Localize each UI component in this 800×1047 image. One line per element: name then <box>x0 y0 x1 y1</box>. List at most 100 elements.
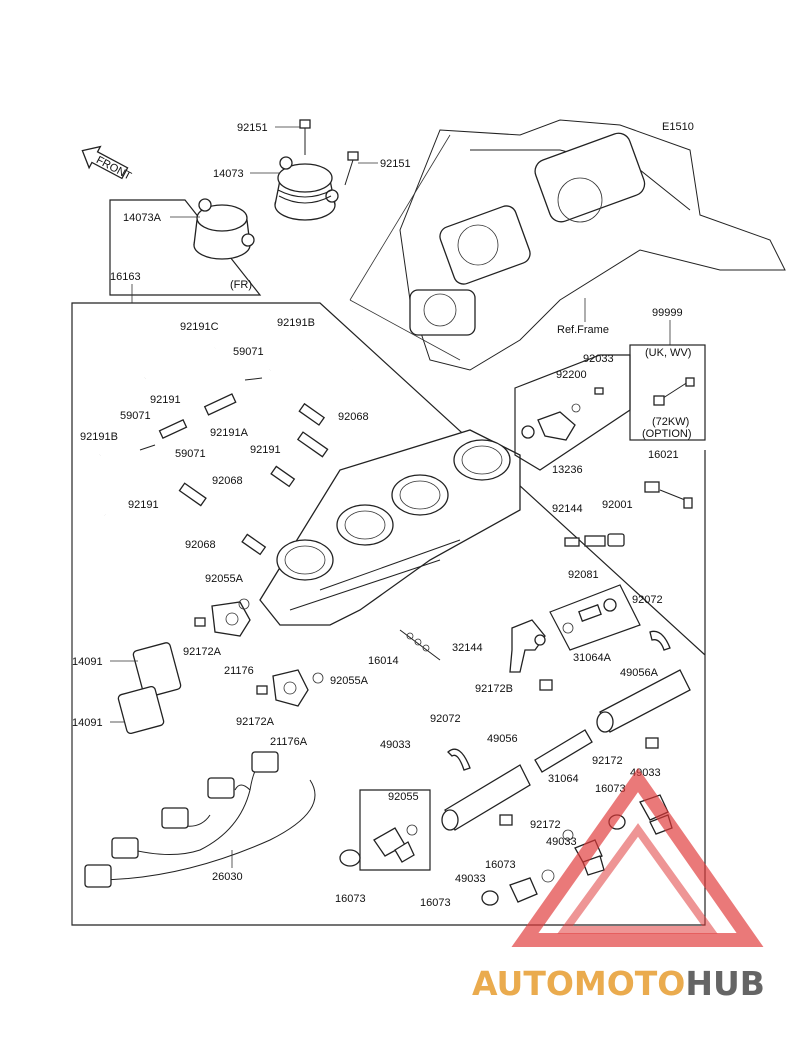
label-59071-b: 59071 <box>120 410 151 422</box>
label-16021: 16021 <box>648 449 679 461</box>
label-49033-d: 49033 <box>455 873 486 885</box>
label-92191B: 92191B <box>277 317 315 329</box>
diagram-code: E1510 <box>662 121 694 133</box>
label-21176A: 21176A <box>270 736 308 748</box>
label-14073A: 14073A <box>123 212 162 224</box>
label-92191A: 92191A <box>210 427 249 439</box>
intake-boot-fr <box>193 198 255 260</box>
wire-harness <box>84 751 316 888</box>
screw-icon <box>645 737 659 749</box>
option-72kw: (72KW) <box>652 416 689 428</box>
label-92172A: 92172A <box>183 646 222 658</box>
screw-16021 <box>644 481 693 509</box>
ref-frame-label: Ref.Frame <box>557 324 609 336</box>
label-92055A: 92055A <box>205 573 244 585</box>
watermark-part2: HUB <box>685 964 765 1003</box>
label-92081: 92081 <box>568 569 599 581</box>
fr-label: (FR) <box>230 279 252 291</box>
screw-icon <box>539 679 553 691</box>
injectors-right <box>481 794 673 906</box>
fuel-rail-49056 <box>441 764 531 831</box>
sensor-21176A <box>272 669 309 707</box>
label-92191B-b: 92191B <box>80 431 118 443</box>
bracket-13236 <box>521 387 604 441</box>
label-99999: 99999 <box>652 307 683 319</box>
label-92068-c: 92068 <box>185 539 216 551</box>
label-92191-b: 92191 <box>250 444 281 456</box>
label-49033: 49033 <box>380 739 411 751</box>
front-arrow-icon: FRONT <box>81 145 133 183</box>
screw-icon <box>256 685 268 695</box>
intake-boot <box>274 156 339 221</box>
label-14091-b: 14091 <box>72 717 103 729</box>
label-31064: 31064 <box>548 773 579 785</box>
label-16163: 16163 <box>110 271 141 283</box>
fuel-joint <box>562 598 617 634</box>
cap-16073 <box>339 849 361 867</box>
injector-49033 <box>373 824 418 863</box>
label-92191: 92191 <box>150 394 181 406</box>
clip-92072-b <box>447 748 471 771</box>
option-box <box>629 344 706 441</box>
label-92068: 92068 <box>338 411 369 423</box>
label-59071-c: 59071 <box>175 448 206 460</box>
clip-92072 <box>649 630 671 651</box>
label-59071: 59071 <box>233 346 264 358</box>
label-49033-c: 49033 <box>546 836 577 848</box>
label-92172B: 92172B <box>475 683 513 695</box>
label-49056A: 49056A <box>620 667 659 679</box>
label-16073: 16073 <box>335 893 366 905</box>
connector-14091 <box>117 642 182 734</box>
fuel-rail-49056A <box>596 669 691 733</box>
label-92072-b: 92072 <box>430 713 461 725</box>
vacuum-hoses <box>87 344 356 556</box>
label-16073-d: 16073 <box>420 897 451 909</box>
label-92001: 92001 <box>602 499 633 511</box>
option-uk-wv: (UK, WV) <box>645 347 691 359</box>
idle-screw <box>399 629 441 661</box>
label-16073-b: 16073 <box>595 783 626 795</box>
label-92191C: 92191C <box>180 321 219 333</box>
label-16073-c: 16073 <box>485 859 516 871</box>
fr-box <box>109 199 262 296</box>
option-label: (OPTION) <box>642 428 692 440</box>
front-label: FRONT <box>94 154 133 183</box>
frame-outline <box>349 119 786 371</box>
box-31064A <box>549 584 641 651</box>
box-49033 <box>359 789 431 871</box>
label-21176: 21176 <box>224 665 254 677</box>
label-13236: 13236 <box>552 464 583 476</box>
label-92151-b: 92151 <box>380 158 411 170</box>
label-31064A: 31064A <box>573 652 612 664</box>
label-92172: 92172 <box>592 755 623 767</box>
bolt-icon <box>299 119 359 186</box>
screw-set <box>564 533 625 547</box>
label-92055A-b: 92055A <box>330 675 369 687</box>
screw-icon <box>499 814 513 826</box>
label-92072: 92072 <box>632 594 663 606</box>
label-14091: 14091 <box>72 656 103 668</box>
label-92033: 92033 <box>583 353 614 365</box>
label-92144: 92144 <box>552 503 583 515</box>
label-92151: 92151 <box>237 122 268 134</box>
label-92055: 92055 <box>388 791 419 803</box>
label-26030: 26030 <box>212 871 243 883</box>
label-92200: 92200 <box>556 369 587 381</box>
svg-text:AUTOMOTOHUB: AUTOMOTOHUB <box>472 964 765 1003</box>
throttle-body <box>259 429 521 626</box>
label-16014: 16014 <box>368 655 399 667</box>
label-14073: 14073 <box>213 168 244 180</box>
label-32144: 32144 <box>452 642 483 654</box>
label-49056: 49056 <box>487 733 518 745</box>
fuel-fitting-32144 <box>509 619 546 673</box>
label-92172A-b: 92172A <box>236 716 275 728</box>
fuel-pipe-31064 <box>534 729 593 773</box>
label-92068-b: 92068 <box>212 475 243 487</box>
label-92172-b: 92172 <box>530 819 561 831</box>
sensor-21176 <box>211 601 251 637</box>
watermark-logo: AUTOMOTOHUB <box>472 767 765 1003</box>
bolt-icon <box>653 377 695 406</box>
watermark-part1: AUTOMOTO <box>472 964 685 1003</box>
screw-icon <box>194 617 206 627</box>
